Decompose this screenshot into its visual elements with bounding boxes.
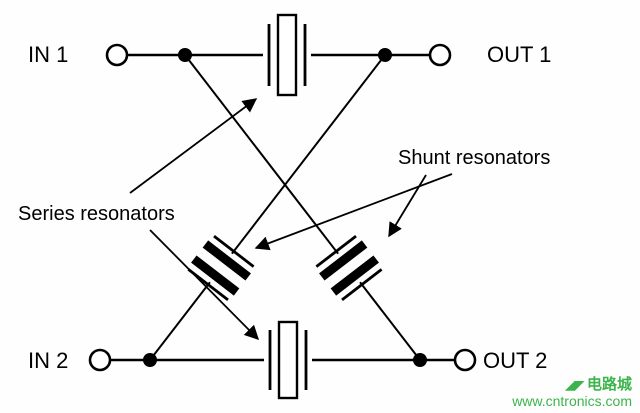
arrow-series-to-top-resonator [129,98,258,194]
watermark-brand: 电路城 [586,376,632,394]
label-in1: IN 1 [28,42,68,67]
diagonal-wire-topleft-bottomright [184,54,421,361]
label-out1: OUT 1 [487,42,551,67]
node-top-right [378,48,392,62]
node-bottom-right [413,353,427,367]
node-bottom-left [143,353,157,367]
arrow-shunt-to-right-resonator [388,174,427,238]
arrow-series-to-bottom-resonator [149,229,260,341]
watermark-url: www.cntronics.com [512,392,632,409]
terminal-in1 [105,43,129,67]
diagonal-wire-topright-bottomleft [149,54,386,361]
terminal-out1 [428,43,452,67]
series-resonator-bottom [264,317,312,403]
label-in2: IN 2 [28,348,68,373]
watermark-brand-row: ◢◤电路城 [512,376,632,394]
terminal-out2 [453,348,477,372]
watermark-logo-icon: ◢◤ [565,378,584,393]
shunt-resonator-left [186,234,256,302]
terminal-in2 [88,348,112,372]
label-series-resonators: Series resonators [18,203,175,225]
label-shunt-resonators: Shunt resonators [398,147,550,169]
node-top-left [178,48,192,62]
label-out2: OUT 2 [483,348,547,373]
shunt-resonator-right [314,234,384,302]
series-resonator-top [263,10,311,100]
watermark: ◢◤电路城 www.cntronics.com [512,376,632,409]
